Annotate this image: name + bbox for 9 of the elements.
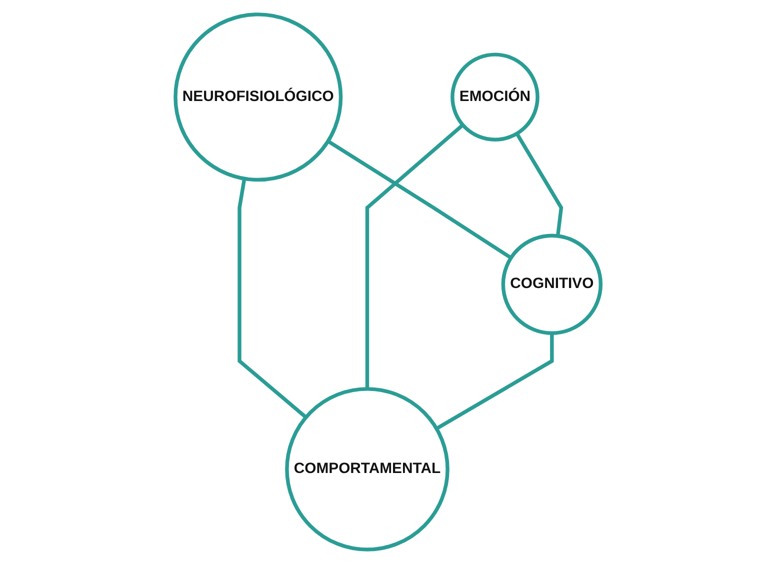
- connector: [238, 178, 308, 419]
- connector: [326, 140, 512, 260]
- node-circle: COGNITIVO: [501, 234, 602, 335]
- node-circle: NEUROFISIOLÓGICO: [174, 12, 343, 182]
- node-circle: COMPORTAMENTAL: [285, 387, 450, 552]
- connector: [365, 124, 464, 389]
- connector: [436, 333, 554, 430]
- node-circle: EMOCIÓN: [450, 52, 540, 142]
- connector: [515, 132, 564, 236]
